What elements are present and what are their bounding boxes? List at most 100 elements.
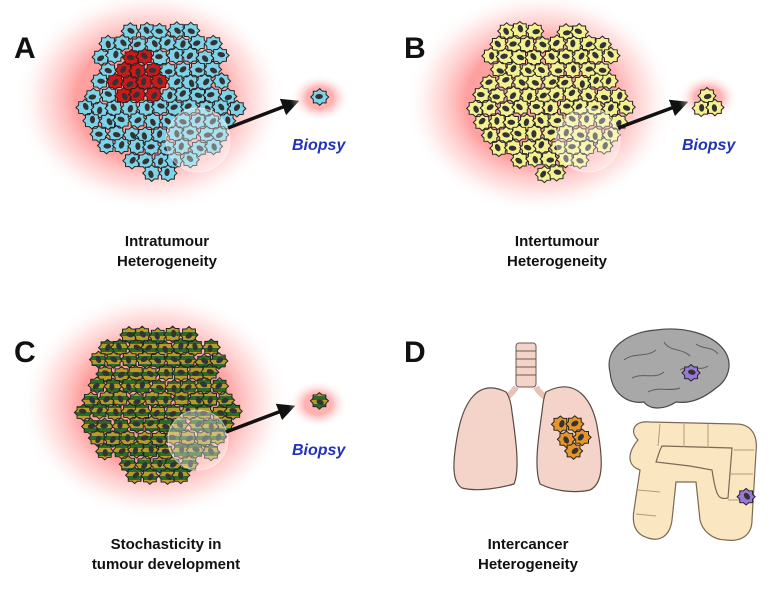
cell-nucleus — [221, 397, 229, 404]
cell-nucleus — [211, 143, 217, 151]
biopsy-site-highlight — [165, 107, 231, 173]
cell-nucleus — [92, 382, 100, 390]
cell-nucleus — [102, 448, 108, 457]
cell-nucleus — [523, 118, 530, 127]
cell-nucleus — [141, 132, 148, 140]
cell-nucleus — [593, 76, 599, 84]
cell-nucleus — [496, 68, 504, 74]
cell-nucleus — [477, 92, 485, 98]
biopsy-arrow — [617, 99, 689, 130]
cell-nucleus — [607, 104, 614, 112]
cell-nucleus — [144, 103, 150, 112]
cell-nucleus — [487, 131, 493, 139]
cell-nucleus — [688, 369, 696, 375]
cell-nucleus — [209, 67, 218, 74]
cell-nucleus — [600, 94, 609, 101]
cell-nucleus — [509, 41, 517, 47]
biopsy-label: Biopsy — [292, 137, 346, 154]
cell-nucleus — [163, 395, 169, 404]
cell-nucleus — [150, 395, 156, 404]
cell-nucleus — [151, 92, 158, 99]
cell-nucleus — [170, 356, 178, 363]
cell-nucleus — [578, 52, 585, 60]
cell-nucleus — [118, 448, 126, 455]
cell-nucleus — [106, 118, 113, 126]
cell-nucleus — [104, 91, 112, 97]
cell-nucleus — [532, 103, 541, 110]
cell-nucleus — [109, 382, 115, 391]
cell-nucleus — [548, 79, 557, 85]
cell-nucleus — [523, 144, 532, 151]
cell-nucleus — [112, 132, 121, 138]
cell-nucleus — [217, 51, 226, 58]
cell-nucleus — [95, 131, 103, 137]
cell-nucleus — [699, 103, 705, 112]
cell-nucleus — [185, 332, 193, 339]
cell-nucleus — [617, 91, 623, 100]
cell-nucleus — [127, 27, 135, 34]
cell-nucleus — [552, 91, 560, 99]
cell-nucleus — [515, 157, 523, 164]
cell-nucleus — [157, 77, 163, 85]
cell-nucleus — [103, 143, 112, 149]
cell-nucleus — [156, 384, 164, 391]
cell-nucleus — [219, 77, 225, 85]
cell-nucleus — [548, 52, 555, 60]
panel-a: A Biopsy Intratumour Heterogeneity — [14, 0, 350, 270]
cell-nucleus — [184, 358, 193, 364]
cell-nucleus — [135, 142, 141, 151]
cell-nucleus — [509, 92, 517, 100]
cell-nucleus — [104, 67, 112, 74]
cell-nucleus — [500, 53, 508, 59]
cell-nucleus — [157, 459, 163, 468]
cell-nucleus — [147, 420, 155, 427]
cell-nucleus — [615, 119, 622, 128]
cell-nucleus — [174, 130, 180, 138]
cell-nucleus — [154, 357, 162, 364]
brain-folds — [623, 341, 719, 393]
cell-nucleus — [486, 104, 494, 111]
cell-nucleus — [192, 370, 200, 376]
cell-nucleus — [87, 423, 96, 429]
cell-nucleus — [194, 116, 201, 124]
cell-nucleus — [216, 357, 224, 364]
cell-nucleus — [156, 130, 163, 138]
cell-nucleus — [514, 130, 522, 137]
cell-nucleus — [552, 39, 560, 47]
cell-nucleus — [155, 54, 163, 60]
cell-nucleus — [547, 104, 553, 113]
cell-nucleus — [161, 448, 170, 454]
cell-nucleus — [178, 471, 184, 479]
cell-nucleus — [743, 492, 751, 500]
cell-nucleus — [176, 421, 184, 429]
cell-nucleus — [188, 79, 195, 88]
cell-nucleus — [113, 50, 119, 59]
cell-nucleus — [184, 384, 192, 391]
cell-nucleus — [563, 128, 569, 137]
cell-nucleus — [492, 94, 500, 100]
cell-nucleus — [126, 408, 134, 415]
cell-nucleus — [553, 118, 562, 124]
cell-nucleus — [126, 383, 132, 391]
cell-nucleus — [502, 77, 510, 83]
cell-nucleus — [517, 24, 524, 33]
cell-nucleus — [207, 344, 213, 353]
cell-nucleus — [574, 28, 582, 35]
biopsy-sample — [309, 88, 330, 106]
caption-line-1: Intratumour — [125, 233, 209, 250]
cell-nucleus — [157, 103, 165, 109]
cell-nucleus — [562, 30, 571, 36]
cell-nucleus — [532, 29, 540, 35]
cell-nucleus — [571, 420, 579, 427]
cell-nucleus — [130, 132, 137, 139]
left-lung — [453, 387, 518, 491]
cell-nucleus — [215, 132, 224, 139]
cell-nucleus — [167, 91, 173, 100]
cell-nucleus — [577, 433, 584, 441]
cell-nucleus — [140, 77, 147, 86]
cell-nucleus — [494, 117, 500, 125]
caption-line-1: Intertumour — [515, 233, 599, 250]
cell-nucleus — [150, 118, 156, 126]
cell-nucleus — [592, 132, 598, 140]
